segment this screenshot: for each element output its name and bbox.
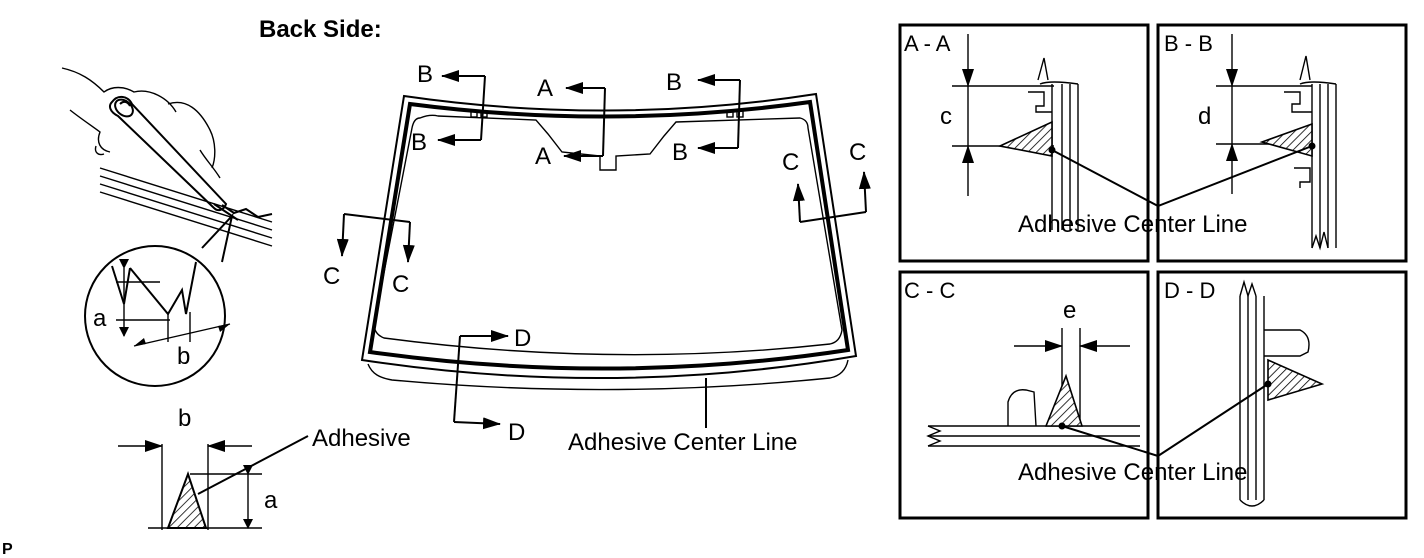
dimension-a-triangle: a [264,487,278,514]
center-line-leader-bottom [1061,383,1269,458]
section-letter-b-bottom-left: B [411,129,427,156]
dimension-d: d [1198,103,1211,130]
section-letter-b-top-left: B [417,61,433,88]
section-bb-title: B - B [1164,31,1213,56]
section-letter-a-top: A [537,75,553,102]
section-marker-b-right: B B [666,69,741,166]
section-letter-c-right-outer: C [849,139,866,166]
section-dd-title: D - D [1164,278,1215,303]
adhesive-cross-section: b a Adhesive [118,405,411,530]
dimension-b-circle: b [177,343,190,370]
back-side-heading: Back Side: [259,16,382,43]
section-aa-title: A - A [904,31,951,56]
section-letter-b-bottom-right: B [672,139,688,166]
bead-magnifier: a b [84,212,234,387]
dimension-e: e [1063,297,1076,324]
section-letter-b-top-right: B [666,69,682,96]
section-marker-a: A A [535,75,606,170]
dimension-a-circle: a [93,305,107,332]
section-cc-panel: C - C e [898,270,1150,520]
section-cc-title: C - C [904,278,955,303]
center-line-leader-top [1051,145,1313,208]
adhesive-center-line-label-windshield: Adhesive Center Line [568,429,797,456]
windshield-outline [360,92,858,391]
footer-code: P [2,541,13,558]
section-marker-c-right: C C [782,139,871,223]
section-letter-a-bottom: A [535,143,551,170]
section-marker-c-left: C C [323,213,415,298]
adhesive-center-line-label-bottom: Adhesive Center Line [1018,459,1247,486]
sealant-gun-illustration [61,67,273,247]
dimension-c: c [940,103,952,130]
section-letter-c-left-inner: C [392,271,409,298]
section-letter-d-top: D [514,325,531,352]
section-bb-panel: B - B d [1156,23,1408,263]
dimension-b-triangle: b [178,405,191,432]
section-aa-panel: A - A c [898,23,1150,263]
section-letter-c-right-inner: C [782,149,799,176]
section-letter-d-bottom: D [508,419,525,446]
section-marker-b-left: B B [411,61,486,156]
adhesive-label: Adhesive [312,425,411,452]
adhesive-center-line-label-top: Adhesive Center Line [1018,211,1247,238]
section-marker-d: D D [453,325,531,446]
section-letter-c-left-outer: C [323,263,340,290]
